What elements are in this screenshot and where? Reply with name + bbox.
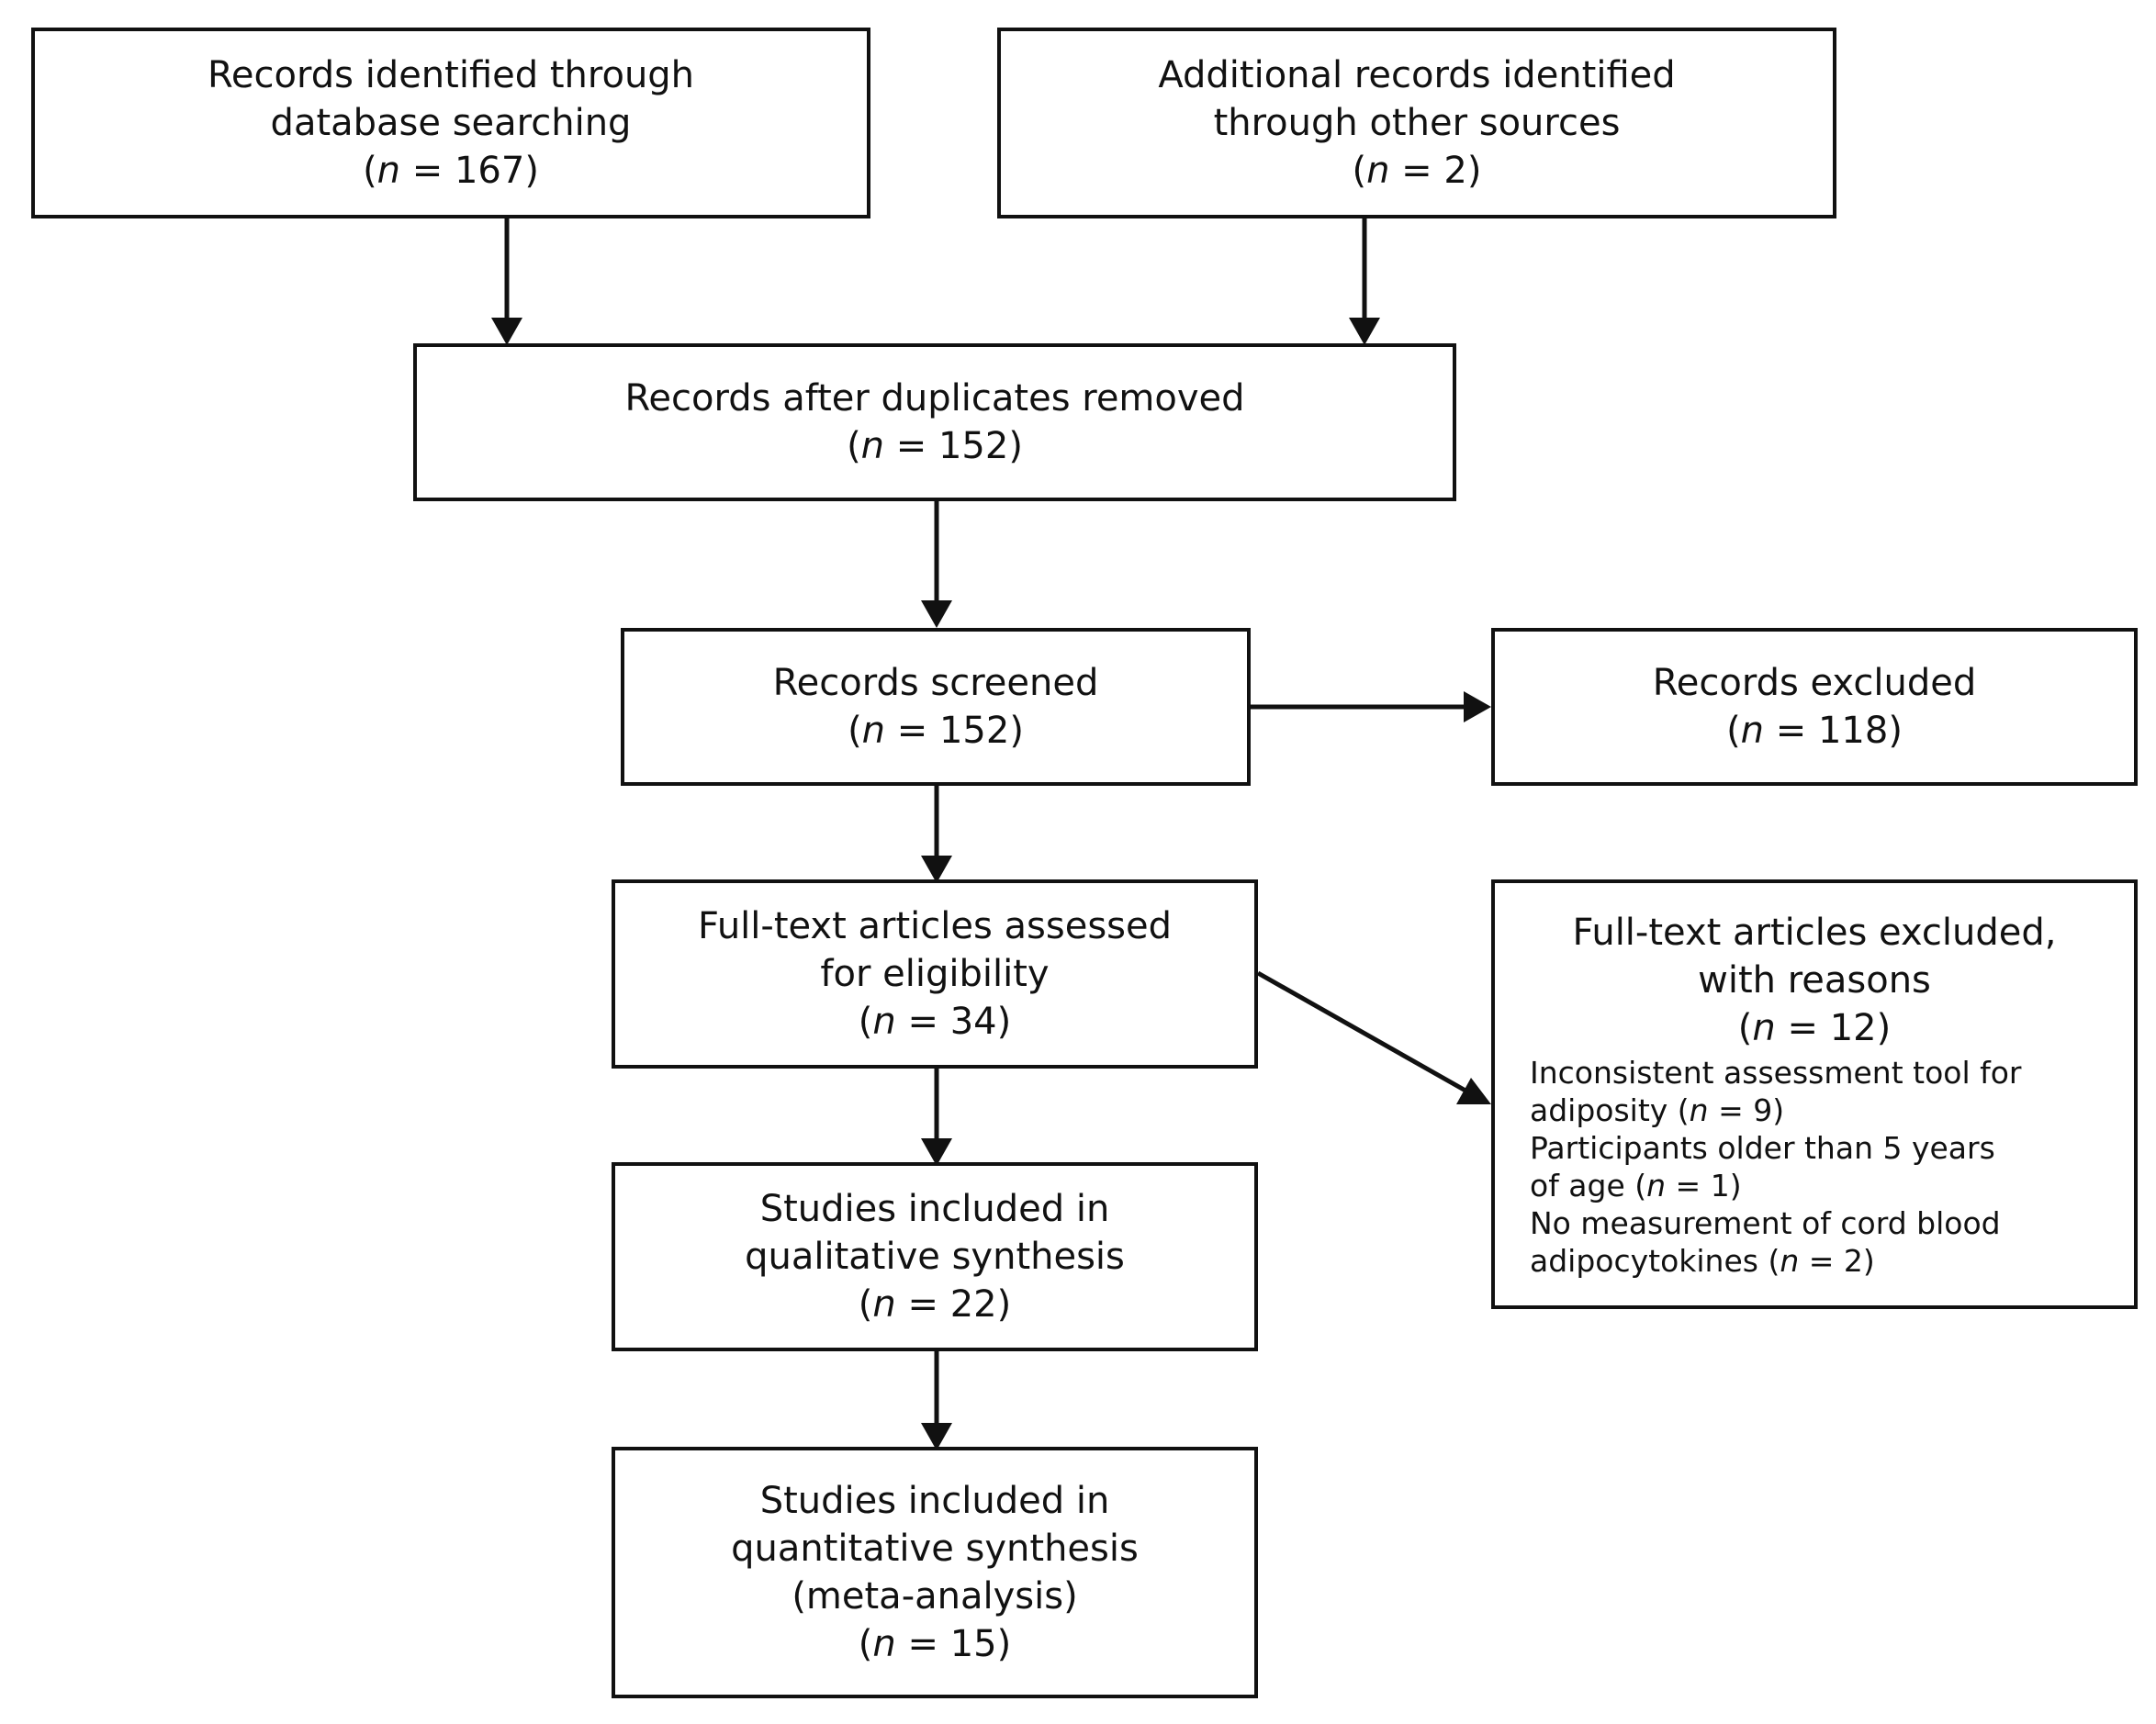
reason-text: No measurement of cord blood <box>1530 1205 2001 1241</box>
box-studies-quantitative: Studies included in quantitative synthes… <box>612 1447 1258 1698</box>
box-records-identified-database: Records identified through database sear… <box>31 28 870 218</box>
count-value: = 15 <box>895 1623 997 1665</box>
box-records-screened: Records screened (n = 152) <box>621 628 1251 786</box>
box-text: for eligibility <box>820 953 1050 995</box>
box-text: Additional records identified <box>1158 54 1676 96</box>
reason-text: Inconsistent assessment tool for <box>1530 1055 2022 1091</box>
count-label: (n = 34) <box>858 1001 1012 1043</box>
box-records-identified-other: Additional records identified through ot… <box>997 28 1836 218</box>
box-fulltext-excluded: Full-text articles excluded, with reason… <box>1491 879 2138 1309</box>
n-variable: n <box>872 1623 896 1665</box>
arrowhead-assessed <box>921 856 952 883</box>
count-label: (n = 15) <box>858 1623 1012 1665</box>
box-records-after-duplicates: Records after duplicates removed (n = 15… <box>413 343 1456 501</box>
count-label: (n = 2) <box>1352 150 1482 192</box>
count-value: = 2 <box>1389 150 1467 192</box>
count-value: = 152 <box>885 710 1010 752</box>
arrowhead-excluded-fulltext <box>1456 1078 1491 1104</box>
box-text: Full-text articles excluded, <box>1572 912 2057 954</box>
box-text: through other sources <box>1213 102 1621 144</box>
count-value: = 34 <box>895 1001 997 1043</box>
n-variable: n <box>1646 1168 1667 1203</box>
reason-count: adiposity (n = 9) <box>1530 1092 1785 1128</box>
count-label: (n = 118) <box>1726 710 1903 752</box>
reason-count: of age (n = 1) <box>1530 1168 1742 1203</box>
box-studies-qualitative: Studies included in qualitative synthesi… <box>612 1162 1258 1351</box>
arrowhead-other <box>1349 318 1380 345</box>
arrowhead-duplicates <box>921 600 952 628</box>
count-label: (n = 12) <box>1737 1007 1892 1049</box>
reason-count: adipocytokines (n = 2) <box>1530 1243 1875 1279</box>
count-label: (n = 167) <box>363 150 539 192</box>
box-text: quantitative synthesis <box>731 1528 1139 1570</box>
box-text: Records excluded <box>1652 662 1977 704</box>
box-text: qualitative synthesis <box>745 1236 1125 1278</box>
box-text: (meta-analysis) <box>792 1575 1078 1618</box>
n-variable: n <box>860 425 885 467</box>
arrowhead-quantitative <box>921 1423 952 1450</box>
box-text: Records screened <box>772 662 1099 704</box>
count-value: = 22 <box>895 1283 997 1326</box>
box-fulltext-assessed: Full-text articles assessed for eligibil… <box>612 879 1258 1069</box>
count-label: (n = 22) <box>858 1283 1012 1326</box>
n-variable: n <box>1366 150 1390 192</box>
reason-text: Participants older than 5 years <box>1530 1130 1995 1166</box>
box-text: Studies included in <box>759 1188 1110 1230</box>
arrowhead-excluded <box>1464 691 1491 722</box>
count-value: = 12 <box>1775 1007 1877 1049</box>
n-variable: n <box>1780 1243 1800 1279</box>
count-value: = 118 <box>1764 710 1889 752</box>
box-text: Studies included in <box>759 1480 1110 1522</box>
arrow-assessed-to-excluded-fulltext <box>1256 970 1467 1093</box>
n-variable: n <box>872 1283 896 1326</box>
box-text: with reasons <box>1698 959 1931 1002</box>
arrowhead-db <box>491 318 522 345</box>
count-label: (n = 152) <box>847 425 1023 467</box>
n-variable: n <box>861 710 886 752</box>
n-variable: n <box>376 150 401 192</box>
count-value: = 152 <box>884 425 1009 467</box>
box-records-excluded: Records excluded (n = 118) <box>1491 628 2138 786</box>
count-label: (n = 152) <box>848 710 1024 752</box>
box-text: Records after duplicates removed <box>624 377 1245 420</box>
box-text: Records identified through <box>207 54 695 96</box>
box-text: database searching <box>270 102 632 144</box>
box-text: Full-text articles assessed <box>698 905 1172 947</box>
count-value: = 167 <box>400 150 525 192</box>
n-variable: n <box>872 1001 896 1043</box>
n-variable: n <box>1740 710 1765 752</box>
n-variable: n <box>1689 1092 1709 1128</box>
exclusion-reasons-list: Inconsistent assessment tool for adiposi… <box>1495 1054 2134 1280</box>
arrowhead-qualitative <box>921 1138 952 1166</box>
n-variable: n <box>1752 1007 1776 1049</box>
